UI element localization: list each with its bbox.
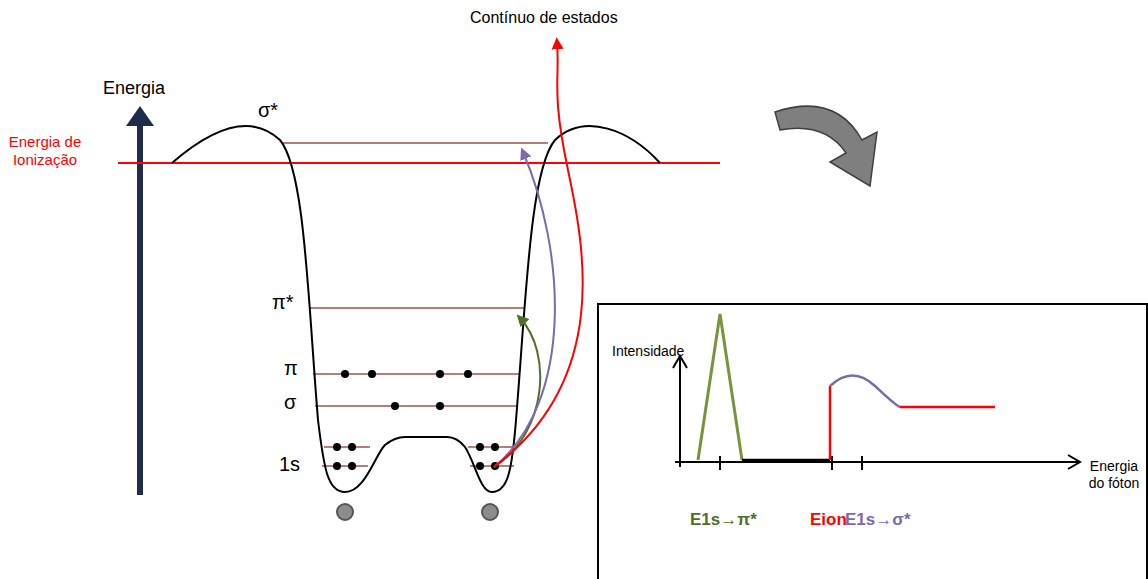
axis-label: Energia do fóton (1084, 458, 1144, 492)
core-level (322, 465, 368, 466)
axis-label: Energia (103, 78, 165, 100)
spectrum-peak (698, 314, 742, 460)
ionization-line (118, 162, 720, 164)
spectrum-resonance (830, 376, 900, 408)
orbital-label: π (284, 356, 298, 380)
sigma-star-level (283, 142, 548, 143)
core-level (324, 446, 370, 447)
energy-tick-label: Eion (810, 510, 847, 530)
nucleus (482, 504, 498, 520)
orbital-label: 1s (279, 452, 300, 476)
energy-axis-head (126, 106, 154, 126)
inset-panel: IntensidadeEnergia do fótonE1s→π* EionE1s… (597, 303, 1148, 579)
ionization-arrow (494, 42, 583, 467)
pi-star-level (310, 307, 524, 308)
potential-curve (172, 126, 660, 492)
continuum-label: Contínuo de estados (470, 8, 618, 27)
nucleus (337, 504, 353, 520)
spectrum-baseline (742, 459, 830, 462)
ionization-label: Energia de Ionização (2, 133, 88, 169)
transition-arrow (494, 152, 555, 467)
spectrum-edge (829, 386, 832, 460)
energy-tick-label: E1s→π* (690, 510, 757, 530)
orbital-label: σ* (258, 98, 278, 122)
energy-tick-label: E1s→σ* (845, 510, 911, 530)
energy-levels (283, 143, 548, 466)
orbital-label: π* (272, 290, 294, 314)
sigma-level (315, 405, 518, 406)
electrons (333, 370, 499, 470)
transition-arrow (494, 318, 540, 467)
energy-axis (137, 122, 143, 495)
pointer-arrow (775, 106, 877, 186)
orbital-label: σ (284, 390, 296, 414)
spectrum-continuum (900, 406, 995, 409)
axis-label: Intensidade (612, 343, 684, 360)
core-level (468, 446, 512, 447)
